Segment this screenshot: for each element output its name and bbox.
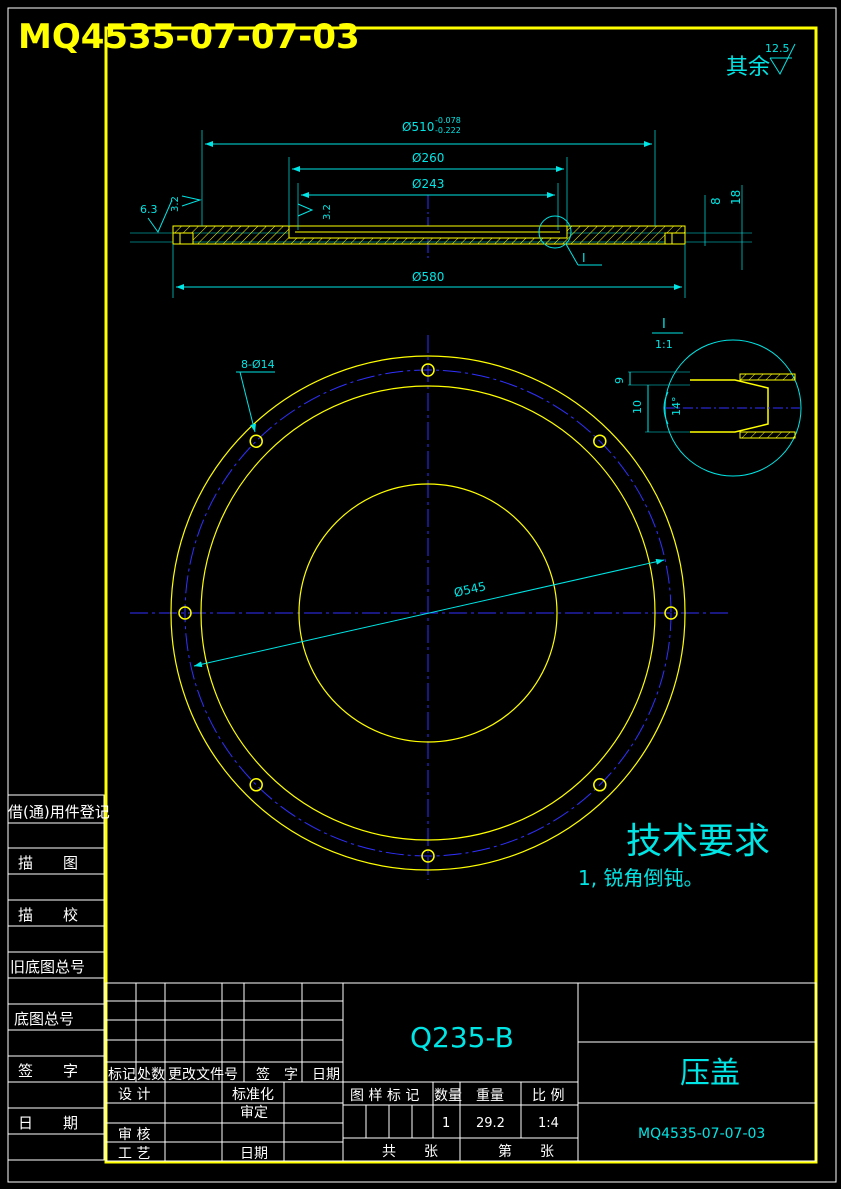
surface-finish-note: 其余 12.5 [726,42,796,80]
rev-header-count: 处数 [137,1067,165,1083]
roughness-63: 6.3 [140,203,158,216]
header-drawing-number: MQ4535-07-07-03 [18,17,360,57]
bolt-circle [184,369,672,857]
col-weight: 重量 [476,1088,504,1104]
strip-signature: 签 字 [18,1062,78,1080]
bolt-hole [421,363,435,377]
strip-old-base-no: 旧底图总号 [10,958,85,976]
role-date: 日期 [240,1146,268,1162]
bolt-hole [664,606,678,620]
bolt-holes [178,363,678,863]
roughness-32-left: 3.2 [170,196,181,212]
detail-label: I [662,317,666,332]
rev-header-sign: 签 字 [256,1066,298,1083]
strip-borrowed-parts: 借(通)用件登记 [8,803,110,821]
rev-header-date: 日期 [312,1067,340,1083]
role-standard: 标准化 [232,1087,274,1103]
surface-finish-value: 12.5 [765,42,790,55]
tech-requirements-title: 技术要求 [626,821,770,862]
dim-d260: Ø260 [412,151,444,165]
bolt-hole [421,849,435,863]
detail-view: I 1:1 9 10 14° [613,317,802,477]
detail-dim-10: 10 [631,400,644,414]
strip-tracing: 描 图 [18,854,78,872]
title-drawing-number: MQ4535-07-07-03 [638,1126,765,1142]
col-qty: 数量 [434,1088,462,1104]
sheet-number: 第 张 [498,1143,554,1160]
detail-dim-9: 9 [613,377,626,384]
part-name: 压盖 [680,1056,740,1091]
dim-outer-tol-upper: -0.078 [435,116,461,125]
outer-circle [170,355,686,871]
dim-d580: Ø580 [412,270,444,284]
dim-d243: Ø243 [412,177,444,191]
holes-label: 8-Ø14 [241,358,275,371]
dim-8: 8 [709,197,723,205]
rev-header-mark: 标记 [108,1067,136,1083]
strip-date: 日 期 [18,1114,78,1132]
bolt-hole [178,606,192,620]
dim-18: 18 [729,190,743,205]
col-stage: 图 样 标 记 [350,1088,419,1104]
rev-header-doc: 更改文件号 [168,1067,238,1083]
pcd-label: Ø545 [453,579,488,600]
role-process: 工 艺 [118,1146,150,1162]
dim-outer-diameter: Ø510 [402,120,434,134]
col-scale: 比 例 [532,1088,564,1104]
detail-marker-label: I [582,251,586,265]
plan-view: 8-Ø14 Ø545 [130,335,728,880]
sheet-outer-frame [7,7,837,1183]
detail-circle-marker [538,215,572,249]
bolt-hole [249,434,263,448]
tech-requirements-item-1: 1, 锐角倒钝。 [578,866,703,890]
roughness-symbol-icon [769,43,796,76]
detail-dim-14: 14° [670,397,683,417]
bolt-hole [593,434,607,448]
role-design: 设 计 [118,1087,150,1103]
strip-base-no: 底图总号 [14,1010,74,1028]
title-block [105,982,817,1162]
surface-finish-label: 其余 [726,55,770,80]
left-strip [7,794,105,1161]
weight-value: 29.2 [476,1116,505,1131]
drawing-border [104,26,818,1164]
strip-trace-check: 描 校 [18,906,78,924]
role-approve: 审定 [240,1105,268,1121]
roughness-32-inner: 3.2 [322,204,333,220]
total-sheets: 共 张 [382,1144,438,1160]
role-check: 审 核 [118,1127,150,1143]
material-label: Q235-B [410,1021,514,1054]
bolt-hole [249,778,263,792]
dim-outer-tol-lower: -0.222 [435,126,461,135]
section-view: Ø510 -0.078 -0.222 Ø260 Ø243 Ø580 8 18 6… [130,116,752,298]
detail-scale: 1:1 [655,338,673,351]
bolt-hole [593,778,607,792]
qty-value: 1 [442,1116,450,1131]
scale-value: 1:4 [538,1116,559,1131]
